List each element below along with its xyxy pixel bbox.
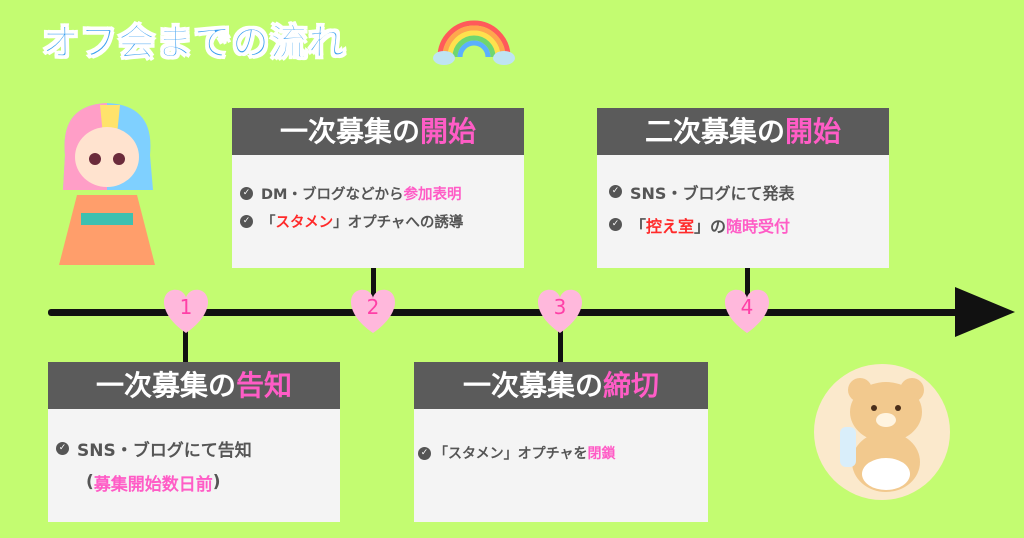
header-accent: 開始 xyxy=(785,115,842,148)
header-accent: 告知 xyxy=(236,369,293,402)
kimono-girl-illustration xyxy=(59,103,155,265)
step-card-4: 二次募集の開始 ✓ SNS・ブログにて発表 ✓ 「控え室」の随時受付 xyxy=(597,108,889,268)
bullet-line: ✓ DM・ブログなどから参加表明 xyxy=(240,179,524,207)
check-icon: ✓ xyxy=(240,214,253,228)
page-title: オフ会までの流れ xyxy=(42,21,346,65)
step-card-header: 一次募集の締切 xyxy=(414,362,708,409)
step-card-header: 一次募集の開始 xyxy=(232,108,524,155)
connector-1 xyxy=(183,312,188,364)
step-card-header: 一次募集の告知 xyxy=(48,362,340,409)
line-text: DM・ブログなどから xyxy=(261,186,404,203)
line-text: 」の xyxy=(694,216,727,236)
bullet-line: ✓ SNS・ブログにて発表 xyxy=(609,175,889,208)
check-icon: ✓ xyxy=(240,186,253,200)
step-number: 2 xyxy=(366,295,380,319)
line-accent: 随時受付 xyxy=(726,216,791,236)
line-text: 「スタメン」オプチャを xyxy=(434,446,588,462)
heart-icon xyxy=(164,289,208,333)
heart-marker-1: 1 xyxy=(160,287,212,335)
check-icon: ✓ xyxy=(609,218,622,231)
bullet-line: ✓ 「控え室」の随時受付 xyxy=(609,208,889,241)
note-line: (募集開始数日前) xyxy=(56,465,340,499)
step-number: 4 xyxy=(740,295,754,319)
paren: ( xyxy=(86,472,94,492)
line-text: 「 xyxy=(261,214,276,231)
line-accent: 参加表明 xyxy=(403,186,462,203)
line-text: SNS・ブログにて発表 xyxy=(630,183,795,203)
line-text: 」オプチャへの誘導 xyxy=(333,214,464,231)
check-icon: ✓ xyxy=(418,446,431,460)
header-text: 一次募集の xyxy=(462,369,603,402)
line-accent: 控え室 xyxy=(646,216,695,236)
line-accent: スタメン xyxy=(275,214,334,231)
step-card-2: 一次募集の開始 ✓ DM・ブログなどから参加表明 ✓ 「スタメン」オプチャへの誘導 xyxy=(232,108,524,268)
header-accent: 締切 xyxy=(603,369,660,402)
header-text: 二次募集の xyxy=(644,115,785,148)
connector-3 xyxy=(558,312,563,364)
bullet-line: ✓「スタメン」オプチャを閉鎖 xyxy=(418,439,708,467)
heart-icon xyxy=(538,289,582,333)
rainbow-icon xyxy=(433,20,515,65)
heart-marker-2: 2 xyxy=(347,287,399,335)
connector-2 xyxy=(371,266,376,312)
connector-4 xyxy=(745,266,750,312)
line-text: SNS・ブログにて告知 xyxy=(77,440,252,461)
timeline-arrowhead xyxy=(955,287,1015,337)
header-text: 一次募集の xyxy=(95,369,236,402)
heart-marker-4: 4 xyxy=(721,287,773,335)
timeline-line xyxy=(48,309,963,316)
step-number: 3 xyxy=(553,295,567,319)
heart-icon xyxy=(725,289,769,333)
step-card-header: 二次募集の開始 xyxy=(597,108,889,155)
heart-marker-3: 3 xyxy=(534,287,586,335)
header-text: 一次募集の xyxy=(279,115,420,148)
note-accent: 募集開始数日前 xyxy=(93,474,213,495)
check-icon: ✓ xyxy=(609,185,622,198)
bullet-line: ✓ SNS・ブログにて告知 xyxy=(56,431,340,465)
step-number: 1 xyxy=(179,295,193,319)
check-icon: ✓ xyxy=(56,441,69,455)
line-text: 「 xyxy=(630,216,647,236)
header-accent: 開始 xyxy=(420,115,477,148)
paren: ) xyxy=(212,472,221,492)
step-card-1: 一次募集の告知 ✓ SNS・ブログにて告知 (募集開始数日前) xyxy=(48,362,340,522)
baby-bear-illustration xyxy=(814,364,950,500)
step-card-3: 一次募集の締切 ✓「スタメン」オプチャを閉鎖 xyxy=(414,362,708,522)
line-accent: 閉鎖 xyxy=(587,446,616,462)
heart-icon xyxy=(351,289,395,333)
bullet-line: ✓ 「スタメン」オプチャへの誘導 xyxy=(240,207,524,235)
